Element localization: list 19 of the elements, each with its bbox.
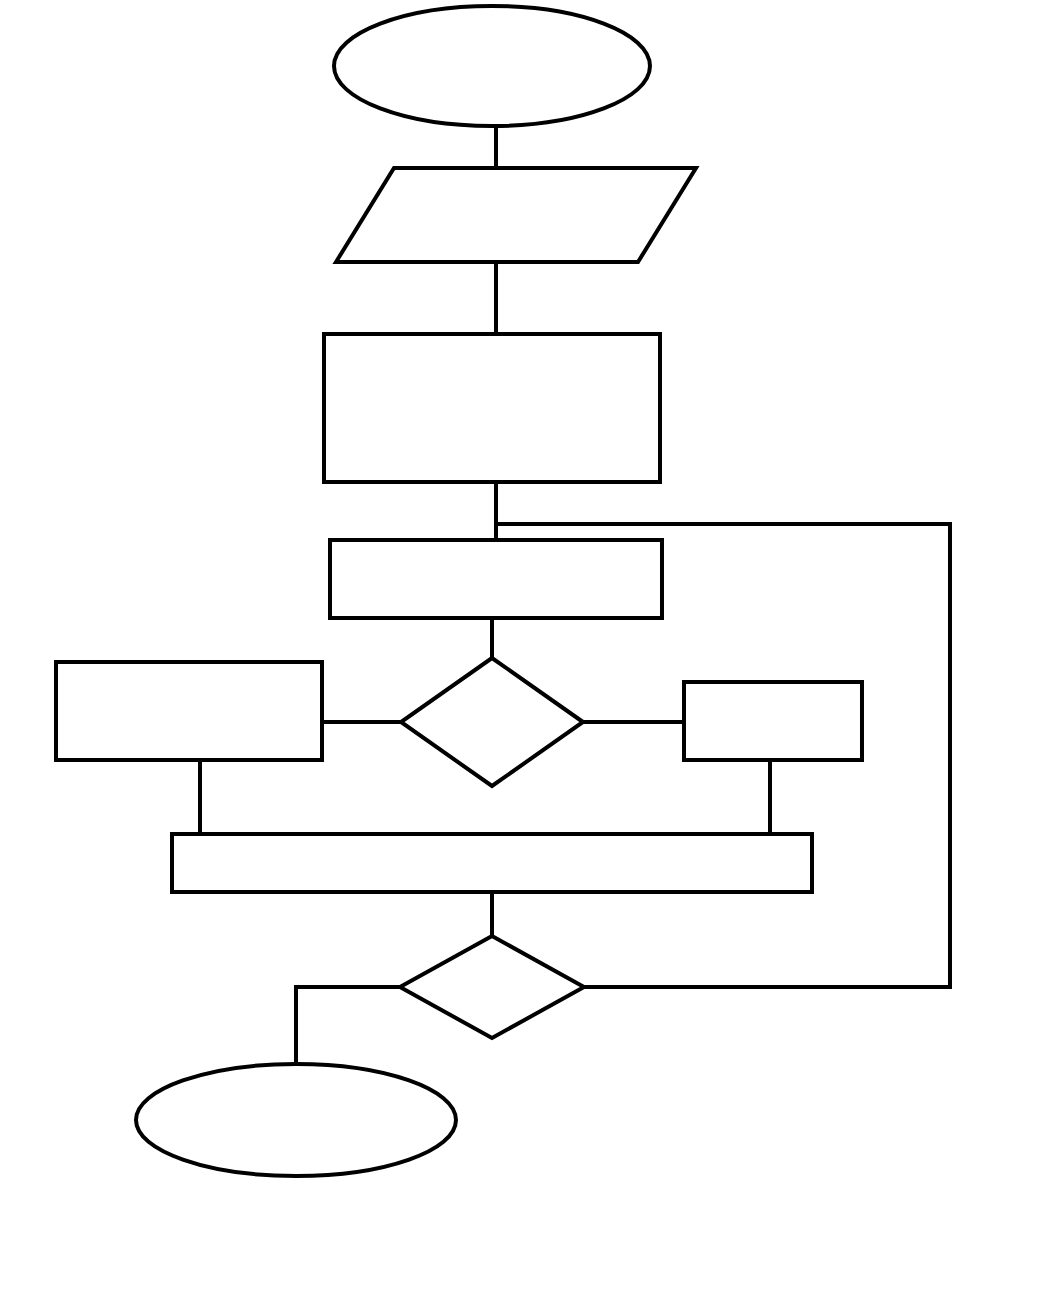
process-box [682, 680, 864, 762]
process-box [54, 660, 324, 762]
connector-line [496, 522, 952, 989]
connector-line [494, 482, 498, 524]
process-box [322, 332, 662, 484]
connector-line [322, 720, 401, 724]
connector-line [494, 262, 498, 334]
connector-line [490, 618, 494, 658]
connector-line [490, 892, 494, 936]
connector-line [294, 985, 400, 1064]
connector-line [494, 524, 498, 540]
connector-line [494, 126, 498, 168]
connector-line [583, 720, 684, 724]
process-box [170, 832, 814, 894]
terminator-ellipse [134, 1062, 458, 1178]
connector-line [768, 760, 772, 834]
terminator-ellipse [332, 4, 652, 128]
process-box [328, 538, 664, 620]
connector-line [198, 760, 202, 834]
